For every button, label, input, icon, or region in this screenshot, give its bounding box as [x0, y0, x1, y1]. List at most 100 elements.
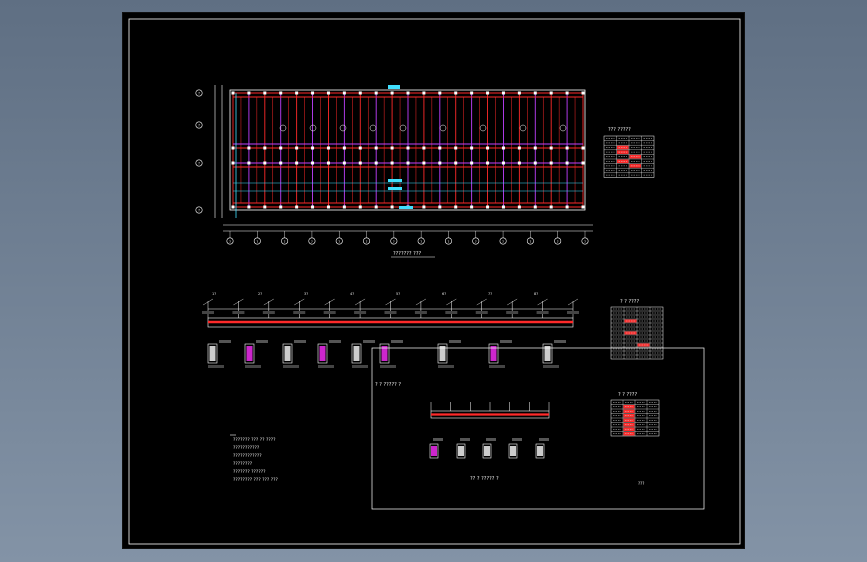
- section-caption: [380, 365, 396, 368]
- detail-ticks: [430, 402, 550, 411]
- beam-tick-slash: [233, 298, 244, 306]
- plan-node: [263, 146, 267, 150]
- axis-label: ?: [502, 240, 504, 244]
- section-tag: [219, 340, 231, 343]
- plan-node: [358, 205, 362, 209]
- detail-section-fill: [458, 446, 464, 456]
- drawing-sheet: ?????????????? ???? ??????? ??? ??? ????…: [122, 12, 745, 549]
- beam-tick-label: [506, 311, 519, 314]
- section-tag: [449, 340, 461, 343]
- beam-tick-slash: [202, 298, 214, 306]
- plan-node: [358, 91, 362, 95]
- axis-label: ?: [198, 124, 200, 128]
- beam-tick-slash: [263, 298, 274, 306]
- beam-tick-label: [445, 311, 458, 314]
- note-line: ????????: [233, 461, 253, 467]
- plan-node: [311, 91, 315, 95]
- plan-node: [390, 146, 394, 150]
- plan-node: [517, 205, 521, 209]
- beam-tick-slash: [324, 298, 335, 306]
- section-fill: [381, 346, 388, 361]
- plan-node: [581, 91, 585, 95]
- detail-sections: [429, 438, 549, 459]
- plan-marker: [559, 124, 567, 132]
- plan-node: [247, 205, 251, 209]
- plan-node: [422, 146, 426, 150]
- beam-section-tag: 1?: [212, 292, 216, 296]
- section-box: [207, 343, 218, 364]
- detail-section-fill: [510, 446, 516, 456]
- plan-node: [406, 91, 410, 95]
- section-box: [437, 343, 448, 364]
- plan-node: [533, 91, 537, 95]
- table-b: ? ? ????: [610, 299, 664, 360]
- note-line: ???????? ??? ??? ???: [233, 477, 279, 483]
- plan-node: [470, 91, 474, 95]
- table-cell-fill: [617, 159, 629, 164]
- cad-drawing: ?????????????? ???? ??????? ??? ??? ????…: [128, 18, 741, 545]
- axis-bubble: [195, 206, 203, 214]
- detail-section-tag: [460, 438, 470, 441]
- beam-tick-slash: [567, 298, 579, 306]
- plan-node: [454, 205, 458, 209]
- plan-node: [470, 205, 474, 209]
- plan-node: [231, 205, 235, 209]
- section-box: [488, 343, 499, 364]
- plan-node: [581, 205, 585, 209]
- section-caption: [352, 365, 368, 368]
- detail-section-box: [429, 443, 439, 459]
- axis-label: ?: [198, 209, 200, 213]
- plan-node: [247, 161, 251, 165]
- plan-node: [231, 146, 235, 150]
- plan-column-lines: [232, 93, 584, 207]
- beam-tick-label: [323, 311, 336, 314]
- plan-node: [406, 161, 410, 165]
- axis-bubble: [195, 89, 203, 97]
- plan-node: [549, 161, 553, 165]
- plan-node: [454, 91, 458, 95]
- plan-nodes: [231, 91, 585, 209]
- section-box: [244, 343, 255, 364]
- plan-cyan-tag1: [388, 85, 400, 89]
- table-cell-fill: [629, 154, 641, 159]
- plan-node: [279, 161, 283, 165]
- section-fill: [209, 346, 216, 361]
- section-fill: [544, 346, 551, 361]
- plan-node: [295, 146, 299, 150]
- beam-section-tag: 3?: [304, 292, 308, 296]
- plan-node: [374, 146, 378, 150]
- plan-node: [533, 146, 537, 150]
- beam-tick-label: [293, 311, 306, 314]
- plan-marker: [399, 124, 407, 132]
- axis-label: ?: [366, 240, 368, 244]
- plan-node: [517, 161, 521, 165]
- axis-label: ?: [311, 240, 313, 244]
- section-fill: [319, 346, 326, 361]
- beam-tick-label: [384, 311, 397, 314]
- beam-sections: 1?2?3?4?5?6?7?8?: [207, 292, 566, 368]
- beam-ticks: [202, 298, 579, 318]
- note-line: ????????????: [233, 453, 262, 459]
- note-line: ???????????: [233, 445, 260, 451]
- plan-node: [486, 146, 490, 150]
- beam-tick-slash: [385, 298, 396, 306]
- plan-node: [533, 161, 537, 165]
- table-cell-fill: [637, 343, 650, 347]
- plan-node: [438, 161, 442, 165]
- section-caption: [543, 365, 559, 368]
- plan-node: [438, 146, 442, 150]
- beam-section-tag: 2?: [258, 292, 262, 296]
- plan-node: [326, 161, 330, 165]
- section-tag: [363, 340, 375, 343]
- plan-node: [390, 205, 394, 209]
- plan-column-axes: ??????????????: [226, 231, 589, 245]
- plan-node: [486, 91, 490, 95]
- plan-node: [311, 146, 315, 150]
- beam-tick-slash: [354, 298, 366, 306]
- section-caption: [245, 365, 261, 368]
- section-tag: [391, 340, 403, 343]
- plan-node: [422, 205, 426, 209]
- plan-node: [517, 91, 521, 95]
- detail-section-box: [508, 443, 518, 459]
- plan-side-table-title: ??? ?????: [608, 127, 631, 133]
